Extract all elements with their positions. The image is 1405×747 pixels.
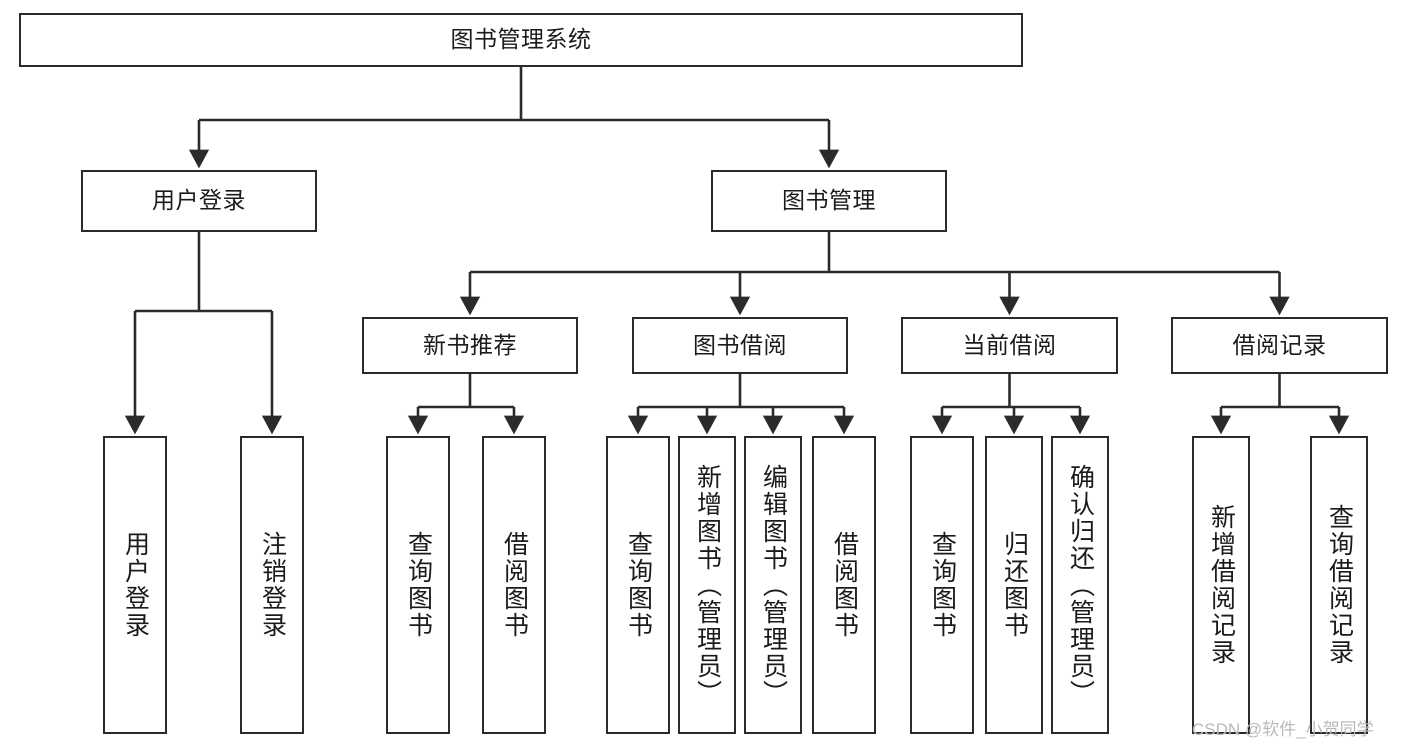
leaf-borrow-book-label: 借阅图书 [830, 531, 859, 639]
node-new-book-recommend[interactable]: 新书推荐 [362, 317, 578, 374]
csdn-watermark: CSDN @软件_小贺同学 [1192, 720, 1374, 739]
leaf-borrow-book-recommend-label: 借阅图书 [500, 531, 529, 639]
node-root[interactable]: 图书管理系统 [19, 13, 1023, 67]
leaf-query-loan-record-label: 查询借阅记录 [1325, 504, 1354, 666]
leaf-borrow-book-recommend[interactable]: 借阅图书 [482, 436, 546, 734]
node-root-label: 图书管理系统 [450, 26, 592, 53]
node-new-book-recommend-label: 新书推荐 [423, 331, 517, 358]
leaf-user-login-label: 用户登录 [121, 531, 150, 639]
node-user-login-label: 用户登录 [152, 187, 246, 214]
leaf-query-book-lend-label: 查询图书 [624, 531, 653, 639]
node-book-borrow[interactable]: 图书借阅 [632, 317, 848, 374]
node-loan-record[interactable]: 借阅记录 [1171, 317, 1388, 374]
leaf-query-book-recommend-label: 查询图书 [404, 531, 433, 639]
leaf-confirm-return-admin-label: 确认归还（管理员） [1066, 463, 1095, 707]
leaf-add-loan-record[interactable]: 新增借阅记录 [1192, 436, 1250, 734]
node-book-borrow-label: 图书借阅 [693, 331, 787, 358]
leaf-return-book-label: 归还图书 [1000, 531, 1029, 639]
leaf-query-book-lend[interactable]: 查询图书 [606, 436, 670, 734]
leaf-query-loan-record[interactable]: 查询借阅记录 [1310, 436, 1368, 734]
leaf-query-book-current[interactable]: 查询图书 [910, 436, 974, 734]
leaf-query-book-recommend[interactable]: 查询图书 [386, 436, 450, 734]
leaf-edit-book-admin[interactable]: 编辑图书（管理员） [744, 436, 802, 734]
leaf-add-book-admin[interactable]: 新增图书（管理员） [678, 436, 736, 734]
leaf-query-book-current-label: 查询图书 [928, 531, 957, 639]
leaf-borrow-book[interactable]: 借阅图书 [812, 436, 876, 734]
leaf-confirm-return-admin[interactable]: 确认归还（管理员） [1051, 436, 1109, 734]
leaf-add-book-admin-label: 新增图书（管理员） [693, 463, 722, 707]
leaf-add-loan-record-label: 新增借阅记录 [1207, 504, 1236, 666]
node-user-login[interactable]: 用户登录 [81, 170, 317, 232]
leaf-edit-book-admin-label: 编辑图书（管理员） [759, 463, 788, 707]
leaf-return-book[interactable]: 归还图书 [985, 436, 1043, 734]
node-book-management-label: 图书管理 [782, 187, 876, 214]
node-loan-record-label: 借阅记录 [1232, 331, 1327, 358]
leaf-logout-label: 注销登录 [258, 531, 287, 639]
leaf-user-login[interactable]: 用户登录 [103, 436, 167, 734]
node-book-management[interactable]: 图书管理 [711, 170, 947, 232]
node-current-loan-label: 当前借阅 [962, 331, 1057, 358]
node-current-loan[interactable]: 当前借阅 [901, 317, 1118, 374]
leaf-logout[interactable]: 注销登录 [240, 436, 304, 734]
